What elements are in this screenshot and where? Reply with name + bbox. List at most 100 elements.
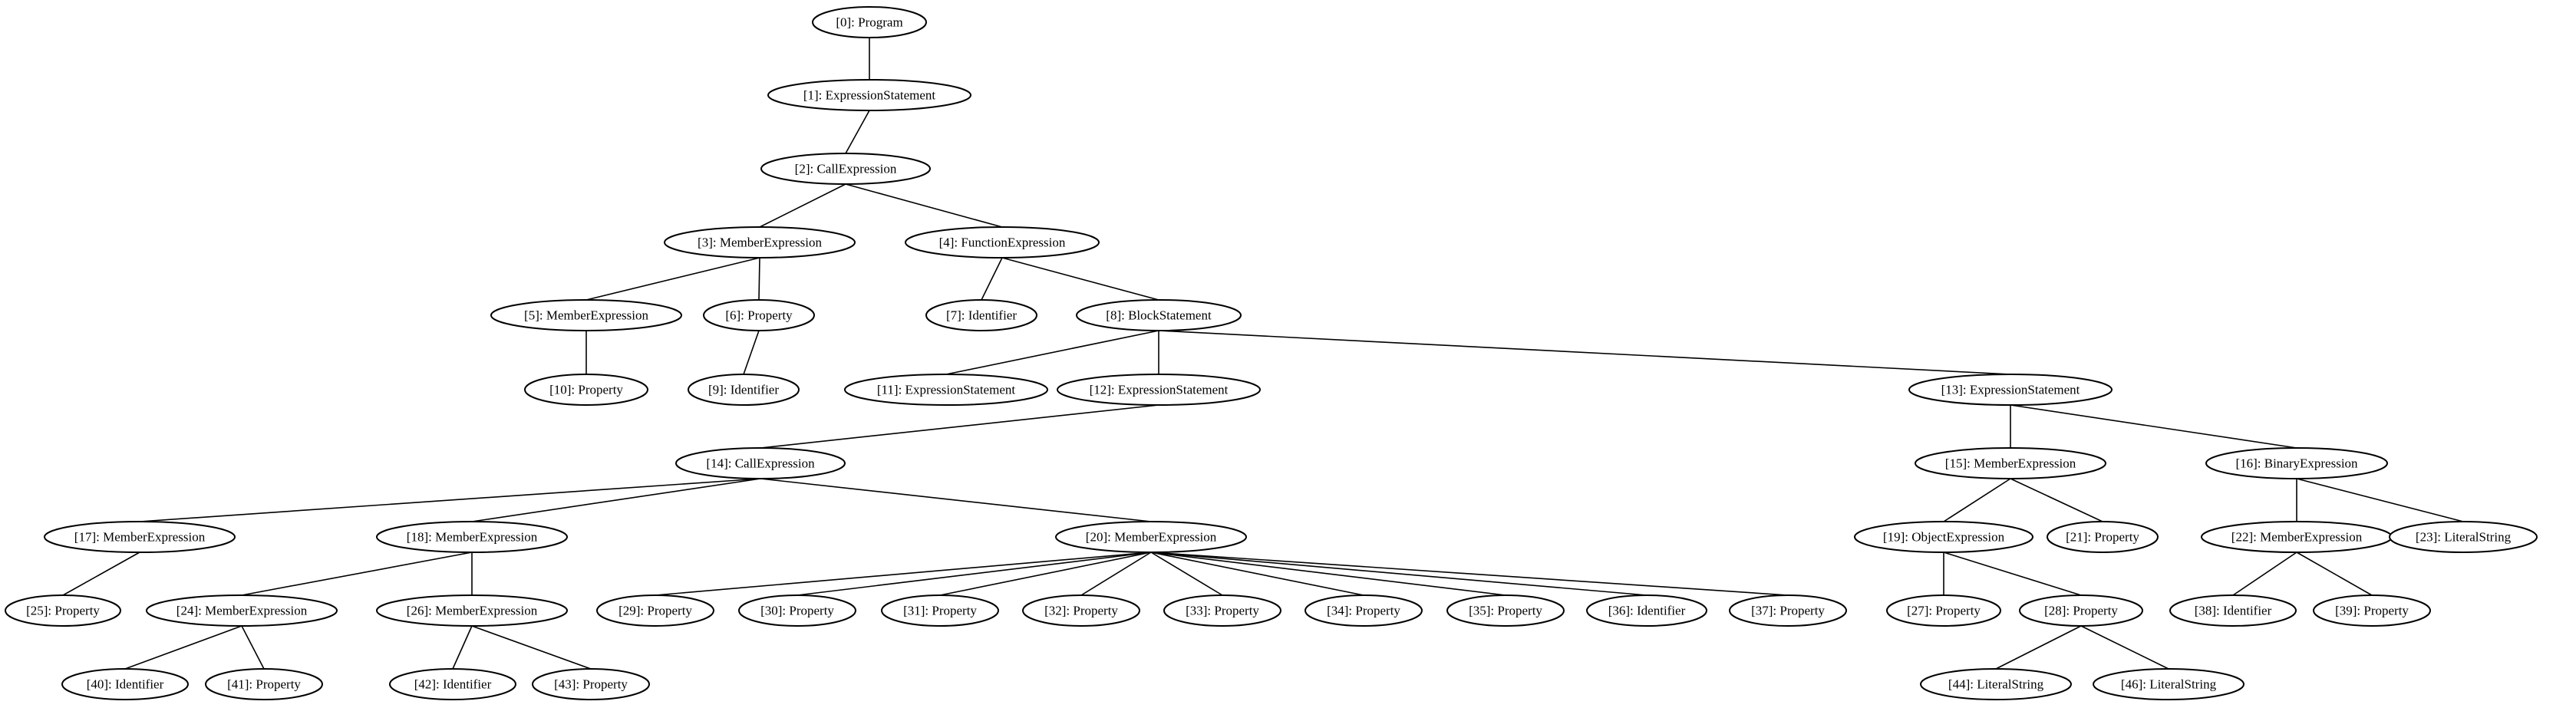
tree-node-14: [14]: CallExpression	[675, 447, 846, 479]
node-label: [30]: Property	[760, 604, 834, 618]
tree-node-2: [2]: CallExpression	[760, 153, 931, 185]
tree-node-11: [11]: ExpressionStatement	[844, 374, 1048, 406]
node-ellipse	[664, 226, 856, 259]
tree-node-3: [3]: MemberExpression	[664, 226, 856, 259]
node-label: [18]: MemberExpression	[407, 530, 538, 545]
tree-node-0: [0]: Program	[812, 6, 927, 38]
tree-node-30: [30]: Property	[738, 594, 856, 627]
edge-15-21	[2010, 478, 2103, 522]
edge-1-2	[845, 110, 870, 154]
node-ellipse	[2205, 447, 2388, 479]
tree-node-19: [19]: ObjectExpression	[1854, 521, 2033, 553]
tree-node-38: [38]: Identifier	[2169, 594, 2297, 627]
node-label: [25]: Property	[26, 604, 100, 618]
edge-12-14	[760, 404, 1159, 449]
tree-node-44: [44]: LiteralString	[1920, 668, 2072, 700]
node-ellipse	[767, 79, 971, 111]
node-ellipse	[1022, 594, 1140, 627]
tree-node-8: [8]: BlockStatement	[1076, 299, 1242, 331]
node-label: [46]: LiteralString	[2121, 677, 2217, 692]
node-label: [35]: Property	[1469, 604, 1542, 618]
tree-node-18: [18]: MemberExpression	[376, 521, 568, 553]
tree-node-25: [25]: Property	[5, 594, 121, 627]
tree-node-26: [26]: MemberExpression	[376, 594, 568, 627]
tree-node-39: [39]: Property	[2313, 594, 2431, 627]
edge-16-23	[2296, 478, 2464, 522]
tree-node-15: [15]: MemberExpression	[1915, 447, 2106, 479]
node-ellipse	[1163, 594, 1281, 627]
edge-14-17	[139, 478, 761, 522]
node-ellipse	[61, 668, 189, 700]
node-label: [17]: MemberExpression	[74, 530, 206, 545]
node-label: [2]: CallExpression	[795, 162, 897, 176]
tree-node-41: [41]: Property	[205, 668, 323, 700]
node-label: [5]: MemberExpression	[524, 308, 648, 323]
tree-node-36: [36]: Identifier	[1586, 594, 1707, 627]
node-label: [44]: LiteralString	[1948, 677, 2044, 692]
edge-26-43	[471, 625, 592, 670]
node-ellipse	[524, 374, 648, 406]
node-label: [15]: MemberExpression	[1945, 456, 2076, 471]
edge-8-13	[1158, 330, 2011, 375]
tree-node-34: [34]: Property	[1304, 594, 1423, 627]
node-label: [20]: MemberExpression	[1086, 530, 1217, 545]
node-ellipse	[760, 153, 931, 185]
node-ellipse	[1057, 374, 1261, 406]
node-ellipse	[376, 521, 568, 553]
node-label: [31]: Property	[903, 604, 977, 618]
edge-3-5	[585, 257, 760, 301]
node-ellipse	[2313, 594, 2431, 627]
edge-19-28	[1943, 552, 2082, 596]
node-ellipse	[2047, 521, 2159, 553]
tree-node-23: [23]: LiteralString	[2389, 521, 2538, 553]
node-ellipse	[738, 594, 856, 627]
edge-20-30	[797, 552, 1152, 596]
edge-8-11	[945, 330, 1159, 375]
tree-node-21: [21]: Property	[2047, 521, 2159, 553]
tree-node-29: [29]: Property	[596, 594, 714, 627]
tree-node-10: [10]: Property	[524, 374, 648, 406]
node-ellipse	[1886, 594, 2001, 627]
tree-node-24: [24]: MemberExpression	[146, 594, 338, 627]
tree-node-43: [43]: Property	[532, 668, 650, 700]
node-label: [37]: Property	[1751, 604, 1825, 618]
node-label: [29]: Property	[618, 604, 692, 618]
edge-20-32	[1080, 552, 1152, 596]
tree-node-22: [22]: MemberExpression	[2201, 521, 2393, 553]
node-label: [10]: Property	[549, 383, 623, 397]
edge-2-3	[759, 183, 846, 228]
node-label: [28]: Property	[2044, 604, 2118, 618]
node-label: [38]: Identifier	[2195, 604, 2272, 618]
node-ellipse	[1920, 668, 2072, 700]
edge-17-25	[62, 552, 140, 596]
node-ellipse	[596, 594, 714, 627]
edge-22-39	[2296, 552, 2373, 596]
node-label: [16]: BinaryExpression	[2235, 456, 2358, 471]
node-ellipse	[812, 6, 927, 38]
node-label: [1]: ExpressionStatement	[803, 88, 936, 103]
tree-node-37: [37]: Property	[1729, 594, 1847, 627]
edge-6-9	[743, 330, 760, 375]
tree-node-46: [46]: LiteralString	[2093, 668, 2245, 700]
node-ellipse	[2169, 594, 2297, 627]
node-ellipse	[1915, 447, 2106, 479]
node-label: [27]: Property	[1907, 604, 1981, 618]
tree-node-12: [12]: ExpressionStatement	[1057, 374, 1261, 406]
node-ellipse	[1055, 521, 1247, 553]
node-label: [42]: Identifier	[414, 677, 492, 692]
node-label: [19]: ObjectExpression	[1883, 530, 2005, 545]
edge-3-6	[758, 257, 760, 301]
edge-15-19	[1943, 478, 2011, 522]
node-ellipse	[44, 521, 236, 553]
node-label: [24]: MemberExpression	[176, 604, 308, 618]
tree-node-20: [20]: MemberExpression	[1055, 521, 1247, 553]
node-label: [8]: BlockStatement	[1106, 308, 1212, 323]
tree-node-5: [5]: MemberExpression	[490, 299, 682, 331]
node-label: [39]: Property	[2335, 604, 2409, 618]
node-label: [40]: Identifier	[87, 677, 164, 692]
edge-20-34	[1150, 552, 1364, 596]
edge-20-35	[1150, 552, 1506, 596]
node-ellipse	[389, 668, 516, 700]
node-ellipse	[1446, 594, 1565, 627]
tree-node-13: [13]: ExpressionStatement	[1908, 374, 2113, 406]
